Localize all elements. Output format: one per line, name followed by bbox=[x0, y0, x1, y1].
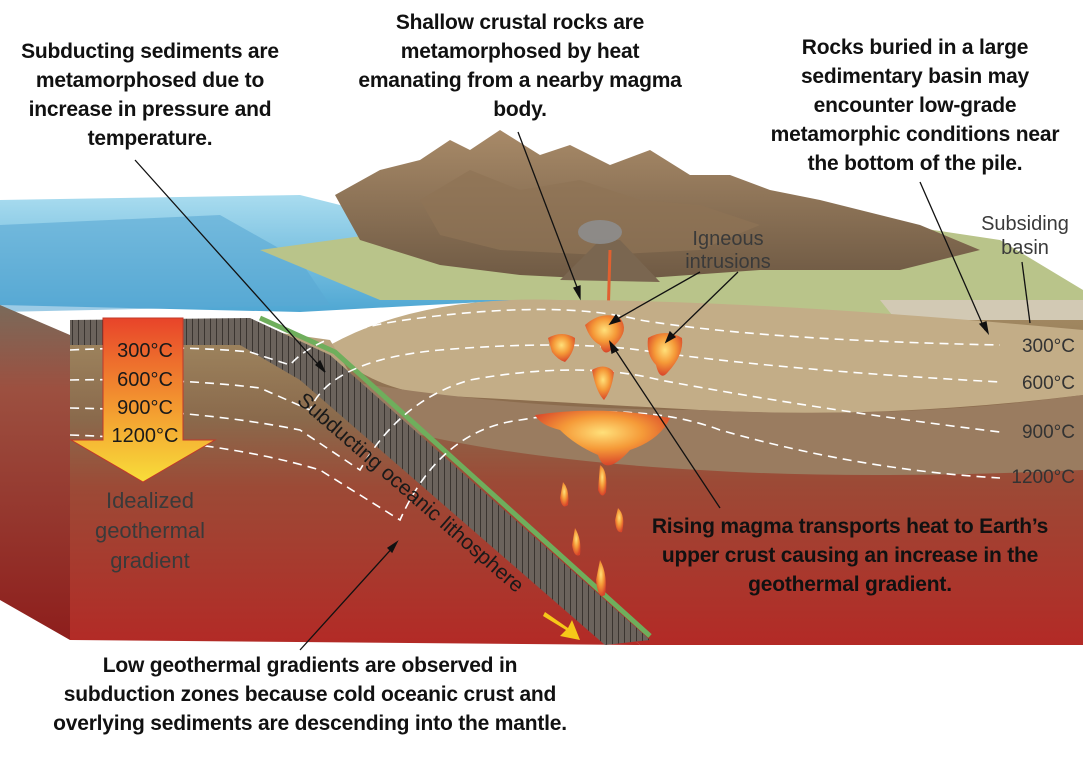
subducting-slab bbox=[70, 318, 650, 645]
idealized-gradient-label: Idealized geothermal gradient bbox=[95, 488, 205, 573]
leader-low-gradient bbox=[299, 544, 396, 651]
left-temp-1200: 1200°C bbox=[112, 425, 179, 447]
svg-text:geothermal: geothermal bbox=[95, 518, 205, 543]
subduction-motion-arrow bbox=[543, 612, 580, 640]
right-isotherm-labels: 300°C 600°C 900°C 1200°C bbox=[1011, 336, 1075, 488]
continental-crust bbox=[330, 299, 1083, 413]
callout-subducting-sediments: Subducting sediments are metamorphosed d… bbox=[21, 40, 279, 150]
volcanic-plume bbox=[578, 220, 622, 244]
block-front-face bbox=[70, 330, 640, 645]
right-temp-300: 300°C bbox=[1022, 336, 1075, 357]
left-temp-300: 300°C bbox=[117, 340, 173, 362]
geothermal-gradient-arrow bbox=[69, 317, 217, 483]
callout-rising-magma: Rising magma transports heat to Earth’s … bbox=[651, 515, 1049, 596]
subducting-sediment-layer bbox=[258, 315, 652, 638]
svg-text:Idealized: Idealized bbox=[106, 488, 194, 513]
mountain-shading bbox=[420, 170, 760, 255]
magma-chamber bbox=[535, 410, 670, 466]
svg-text:Subsiding: Subsiding bbox=[981, 213, 1069, 235]
magma-pluton-center bbox=[585, 315, 624, 353]
svg-text:gradient: gradient bbox=[110, 548, 190, 573]
leader-igneous-left bbox=[611, 271, 701, 323]
magma-diapir-2 bbox=[560, 482, 569, 507]
block-left-face bbox=[0, 305, 70, 640]
subsiding-basin-label: Subsiding basin bbox=[981, 213, 1069, 259]
left-temp-900: 900°C bbox=[117, 397, 173, 419]
isotherm-300 bbox=[69, 308, 1001, 366]
callout-shallow-crust: Shallow crustal rocks are metamorphosed … bbox=[358, 11, 682, 121]
callout-sedimentary-basin: Rocks buried in a large sedimentary basi… bbox=[770, 36, 1060, 175]
left-isotherm-labels: 300°C 600°C 900°C 1200°C bbox=[112, 340, 179, 447]
leader-subducting-sediments bbox=[134, 159, 326, 373]
leader-lines bbox=[134, 131, 1031, 651]
isotherm-lines bbox=[69, 308, 1001, 522]
svg-text:intrusions: intrusions bbox=[685, 251, 771, 273]
lower-crust bbox=[340, 380, 1083, 475]
leader-rising-magma bbox=[611, 344, 721, 509]
magma-pluton-left bbox=[548, 334, 575, 362]
left-temp-600: 600°C bbox=[117, 369, 173, 391]
leader-sedimentary-basin bbox=[919, 181, 986, 331]
right-temp-600: 600°C bbox=[1022, 373, 1075, 394]
isotherm-600 bbox=[69, 344, 1001, 412]
right-temp-1200: 1200°C bbox=[1011, 467, 1075, 488]
magma-diapir-1 bbox=[598, 465, 607, 496]
leader-igneous-right bbox=[667, 271, 739, 341]
magma-diapir-3 bbox=[615, 508, 624, 533]
magma-pluton-right bbox=[647, 333, 683, 376]
leader-basin-label bbox=[1021, 261, 1031, 324]
svg-text:Igneous: Igneous bbox=[692, 228, 763, 250]
magma-diapir-4 bbox=[572, 528, 581, 556]
magma-pluton-mid bbox=[592, 366, 614, 400]
ocean-shelf bbox=[0, 215, 330, 312]
right-temp-900: 900°C bbox=[1022, 422, 1075, 443]
igneous-intrusions-label: Igneous intrusions bbox=[685, 228, 771, 273]
leader-shallow-crust bbox=[517, 131, 581, 296]
isotherm-1200 bbox=[69, 411, 1001, 522]
magma-bodies bbox=[535, 315, 683, 596]
magma-diapir-5 bbox=[596, 560, 606, 596]
isotherm-900 bbox=[69, 369, 1001, 472]
callout-low-gradient: Low geothermal gradients are observed in… bbox=[53, 654, 567, 735]
svg-text:basin: basin bbox=[1001, 237, 1049, 259]
